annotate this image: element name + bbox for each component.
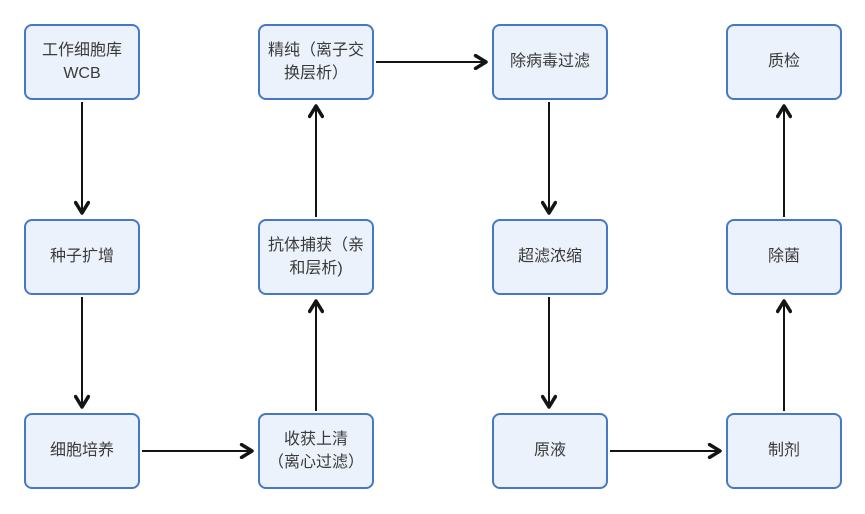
node-label: 质检 — [767, 53, 800, 71]
node-label: 细胞培养 — [49, 442, 114, 460]
node-label: 除菌 — [767, 248, 800, 266]
node-seed-expansion: 种子扩增 — [24, 219, 140, 295]
node-label: 精纯（离子交 换层析） — [267, 41, 364, 82]
node-ultrafiltration-concentration: 超滤浓缩 — [492, 219, 608, 295]
node-label: 超滤浓缩 — [517, 248, 582, 266]
node-label: 工作细胞库 WCB — [41, 41, 122, 82]
node-label: 收获上清 （离心过滤） — [267, 430, 364, 471]
node-virus-removal-filtration: 除病毒过滤 — [492, 24, 608, 100]
node-bulk-solution: 原液 — [492, 413, 608, 489]
node-cell-culture: 细胞培养 — [24, 413, 140, 489]
node-antibody-capture: 抗体捕获（亲 和层析) — [258, 219, 374, 295]
node-working-cell-bank: 工作细胞库 WCB — [24, 24, 140, 100]
node-label: 原液 — [533, 442, 566, 460]
node-quality-inspection: 质检 — [726, 24, 842, 100]
node-label: 抗体捕获（亲 和层析) — [267, 236, 364, 277]
node-polish-ion-exchange: 精纯（离子交 换层析） — [258, 24, 374, 100]
node-label: 种子扩增 — [49, 248, 114, 266]
node-label: 除病毒过滤 — [509, 53, 590, 71]
node-sterile-filtration: 除菌 — [726, 219, 842, 295]
node-harvest-supernatant: 收获上清 （离心过滤） — [258, 413, 374, 489]
node-formulation: 制剂 — [726, 413, 842, 489]
node-label: 制剂 — [767, 442, 800, 460]
